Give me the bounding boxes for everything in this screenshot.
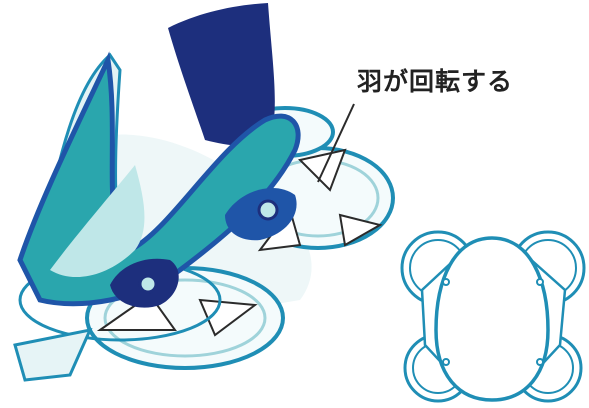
- body-highlight: [50, 165, 145, 278]
- joint-bracket: [110, 187, 297, 308]
- callout-pointer: [317, 103, 355, 183]
- callout-label: 羽が回転する: [357, 67, 514, 96]
- rear-handle: [168, 3, 275, 146]
- drone-top-view-outline-icon: [400, 230, 586, 403]
